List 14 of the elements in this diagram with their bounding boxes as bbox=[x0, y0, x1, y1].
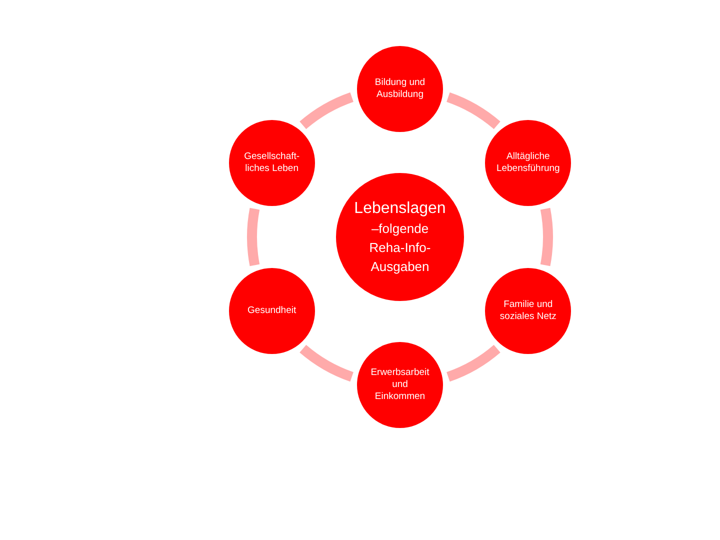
node-label: Gesundheit bbox=[246, 305, 298, 317]
node-label: Erwerbsarbeit und Einkommen bbox=[370, 367, 430, 403]
connector-arc bbox=[446, 92, 500, 130]
node-heading: Lebenslagen bbox=[354, 198, 446, 218]
node-subtitle: –folgende Reha-Info-Ausgaben bbox=[368, 220, 432, 276]
connector-arc bbox=[300, 92, 354, 130]
connector-arc bbox=[300, 344, 354, 382]
node-label: Alltägliche Lebensführung bbox=[495, 151, 561, 175]
node-label: Bildung und Ausbildung bbox=[374, 77, 426, 101]
node-label: Familie und soziales Netz bbox=[498, 299, 558, 323]
connector-arc bbox=[540, 208, 553, 266]
connector-arc bbox=[247, 208, 260, 266]
node-label: Gesellschaft- liches Leben bbox=[243, 151, 301, 175]
connector-arc bbox=[446, 344, 500, 382]
